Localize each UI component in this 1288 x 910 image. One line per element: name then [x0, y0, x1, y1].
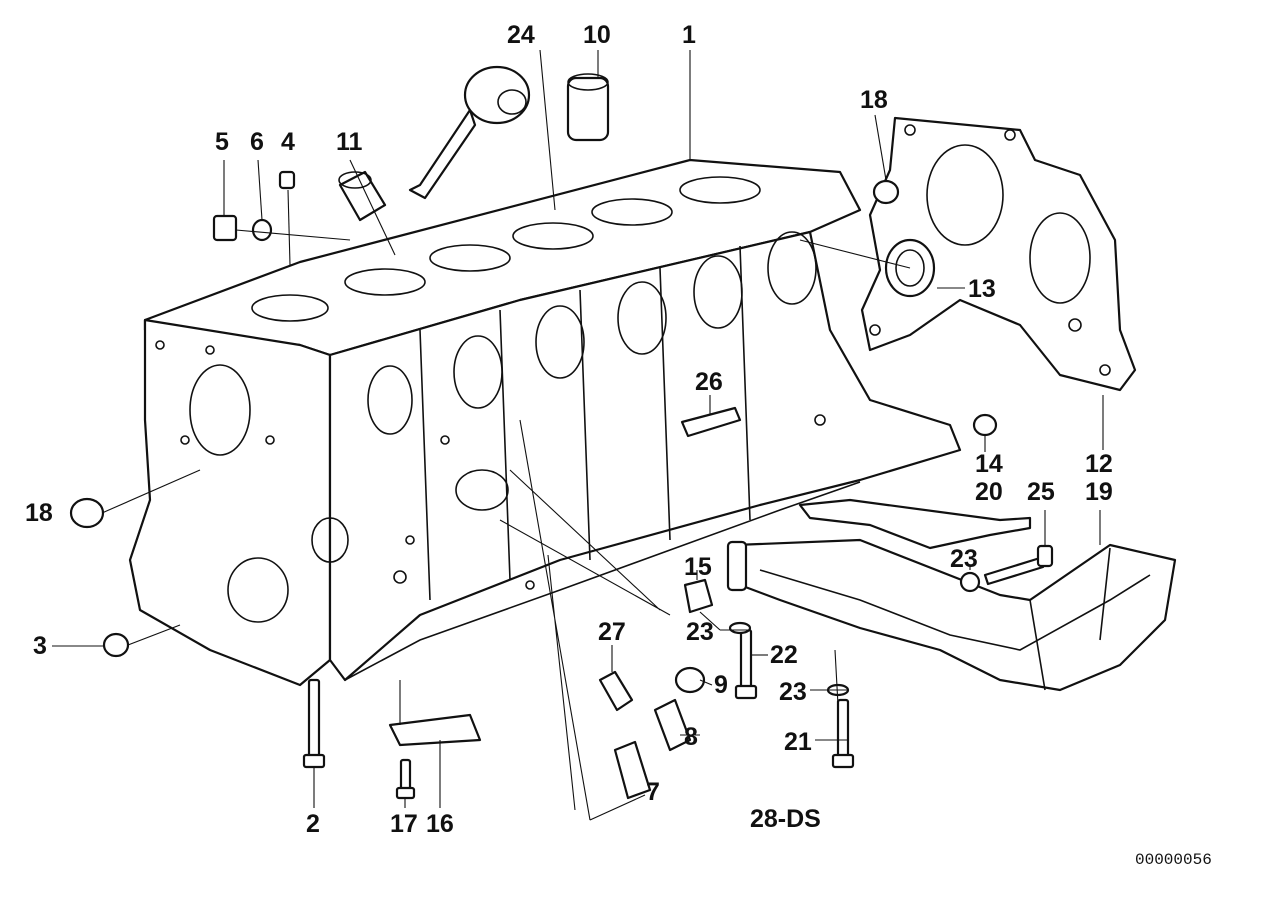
document-id: 00000056 — [1135, 851, 1212, 869]
callout-22: 22 — [770, 641, 798, 669]
callout-2: 2 — [306, 810, 320, 838]
cap-15 — [683, 578, 714, 614]
bolt-21 — [831, 698, 855, 769]
callout-16: 16 — [426, 810, 454, 838]
sleeve-27 — [598, 670, 634, 712]
callout-10: 10 — [583, 21, 611, 49]
dipstick-tube-25 — [408, 65, 531, 200]
washer-6 — [251, 218, 273, 242]
sump-frame — [726, 498, 1177, 692]
callout-1: 1 — [682, 21, 696, 49]
washer-23-a — [728, 621, 752, 635]
callout-5: 5 — [215, 128, 229, 156]
callout-18-top: 18 — [860, 86, 888, 114]
callout-3: 3 — [33, 632, 47, 660]
callout-19: 19 — [1085, 478, 1113, 506]
callout-21: 21 — [784, 728, 812, 756]
callout-14: 14 — [975, 450, 1003, 478]
bracket-16 — [388, 713, 482, 747]
callout-23-b: 23 — [779, 678, 807, 706]
leader-lines — [52, 49, 1104, 821]
callout-8: 8 — [684, 723, 698, 751]
callout-25: 24 — [507, 21, 535, 49]
clip-9 — [674, 666, 706, 694]
bolt-17 — [395, 758, 416, 800]
callout-15: 15 — [684, 553, 712, 581]
callout-23-a: 23 — [686, 618, 714, 646]
bolt-24 — [983, 544, 1054, 586]
cylinder-block — [128, 158, 962, 687]
sleeve-14 — [972, 413, 998, 437]
callout-9: 9 — [714, 671, 728, 699]
washer-23-c — [959, 571, 981, 593]
callout-20: 20 — [975, 478, 1003, 506]
plug-18-left — [69, 497, 105, 529]
callout-12: 12 — [1085, 450, 1113, 478]
tube-7 — [613, 740, 652, 800]
bolt-2 — [302, 678, 326, 769]
bushing-11 — [338, 170, 387, 222]
callout-4: 4 — [281, 128, 295, 156]
plug-18-top — [872, 179, 900, 205]
callouts: 24 10 1 18 5 6 4 11 13 26 14 12 20 25 19… — [25, 21, 1113, 838]
bolt-22 — [734, 628, 758, 700]
callout-24: 25 — [1027, 478, 1055, 506]
callout-27: 27 — [598, 618, 626, 646]
plug-5 — [212, 214, 238, 242]
callout-17: 17 — [390, 810, 418, 838]
callout-13: 13 — [968, 275, 996, 303]
callout-26: 26 — [695, 368, 723, 396]
diagram-code: 28-DS — [750, 805, 821, 833]
callout-7: 7 — [646, 778, 660, 806]
dowel-26 — [680, 406, 742, 438]
callout-18-left: 18 — [25, 499, 53, 527]
tube-8 — [653, 698, 692, 752]
sleeve-4 — [278, 170, 296, 190]
callout-11: 11 — [336, 128, 363, 156]
callout-23-c: 23 — [950, 545, 978, 573]
callout-6: 6 — [250, 128, 264, 156]
sleeve-10 — [566, 73, 610, 142]
sleeve-3 — [102, 632, 130, 658]
rear-plate-gasket — [860, 116, 1137, 392]
